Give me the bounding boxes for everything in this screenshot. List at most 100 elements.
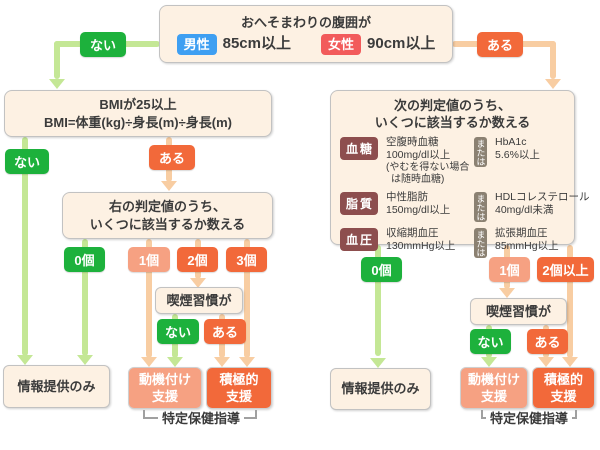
smoking-box-left-label: 喫煙習慣が <box>166 292 232 308</box>
smoking-box-right-label: 喫煙習慣が <box>485 303 551 319</box>
motivation-left-line2: 支援 <box>151 389 178 404</box>
info-box-right-label: 情報提供のみ <box>341 381 420 396</box>
arrow-smokingyes-into-active-left <box>214 357 230 367</box>
connector-count1-left <box>146 239 152 358</box>
blood-sugar-left2: 100mg/dl以上 <box>386 149 451 161</box>
count-badge-2-left: 2個 <box>177 247 218 272</box>
count-box-left-line1: 右の判定値のうち、 <box>108 198 226 214</box>
blood-pressure-left1: 収縮期血圧 <box>386 227 439 239</box>
lipid-right2: 40mg/dl未満 <box>495 204 554 216</box>
criteria-title-line1: 次の判定値のうち、 <box>393 98 511 113</box>
lipid-badge: 脂質 <box>340 192 378 215</box>
waist-values-row: 男性 85cm以上 女性 90cm以上 <box>176 33 436 55</box>
blood-sugar-left: 空腹時血糖 100mg/dl以上 (やむを得ない場合 は随時血糖) <box>386 136 474 186</box>
waist-title: おへそまわりの腹囲が <box>240 14 371 30</box>
motivation-box-left: 動機付け 支援 <box>128 367 202 409</box>
count-badge-3-left: 3個 <box>226 247 267 272</box>
blood-pressure-right: 拡張期血圧 85mmHg以上 <box>495 227 559 253</box>
smoking-box-left: 喫煙習慣が <box>155 287 243 314</box>
guidance-label-right: 特定保健指導 <box>486 411 572 427</box>
connector-count0-right <box>375 245 381 356</box>
count-box-left-line2: いくつに該当するか数える <box>89 216 246 232</box>
blood-sugar-right: HbA1c 5.6%以上 <box>495 136 540 162</box>
blood-pressure-left2: 130mmHg以上 <box>386 240 456 252</box>
lipid-left1: 中性脂肪 <box>386 191 428 203</box>
or-badge-3: または <box>474 228 487 258</box>
info-box-left-label: 情報提供のみ <box>17 378 96 394</box>
bmi-yes-badge: ある <box>149 145 195 170</box>
arrow-count0-into-info-right <box>370 358 386 368</box>
criteria-row-blood-sugar: 血糖 空腹時血糖 100mg/dl以上 (やむを得ない場合 は随時血糖) または… <box>340 136 574 186</box>
branch-no-badge-top: ない <box>80 32 126 57</box>
arrow-into-bmi-box <box>49 79 65 89</box>
count-badge-0-left: 0個 <box>64 247 105 272</box>
blood-sugar-note2: は随時血糖) <box>391 174 445 185</box>
connector-count2plus-right <box>567 245 573 358</box>
blood-sugar-right1: HbA1c <box>495 136 527 148</box>
motivation-left-line1: 動機付け <box>138 372 191 387</box>
arrow-no-into-info-left <box>17 355 33 365</box>
count-badge-2plus-right: 2個以上 <box>537 257 594 282</box>
blood-sugar-right2: 5.6%以上 <box>495 149 540 161</box>
female-badge: 女性 <box>321 33 362 55</box>
lipid-right1: HDLコレステロール <box>495 191 590 203</box>
arrow-count3-into-active-left <box>239 357 255 367</box>
connector-left-no-v <box>22 137 28 356</box>
active-box-right: 積極的 支援 <box>532 367 595 409</box>
count-box-left: 右の判定値のうち、 いくつに該当するか数える <box>62 192 273 239</box>
arrow-into-count-box <box>161 181 177 191</box>
criteria-row-lipid: 脂質 中性脂肪 150mg/dl以上 または HDLコレステロール 40mg/d… <box>340 191 590 222</box>
arrow-into-smoking-right <box>499 288 515 298</box>
waist-box: おへそまわりの腹囲が 男性 85cm以上 女性 90cm以上 <box>159 5 453 63</box>
active-left-line1: 積極的 <box>219 372 259 387</box>
arrow-smokingno-into-motivation-right <box>481 357 497 367</box>
blood-pressure-left: 収縮期血圧 130mmHg以上 <box>386 227 474 253</box>
criteria-box: 次の判定値のうち、 いくつに該当するか数える 血糖 空腹時血糖 100mg/dl… <box>330 90 590 258</box>
smoking-no-badge-left: ない <box>157 319 199 344</box>
info-box-left: 情報提供のみ <box>3 365 110 408</box>
bmi-no-badge: ない <box>5 149 49 174</box>
active-left-line2: 支援 <box>225 389 252 404</box>
smoking-no-badge-right: ない <box>470 329 511 354</box>
blood-pressure-right1: 拡張期血圧 <box>495 227 548 239</box>
lipid-left: 中性脂肪 150mg/dl以上 <box>386 191 474 217</box>
blood-sugar-note1: (やむを得ない場合 <box>386 162 470 173</box>
active-right-line2: 支援 <box>550 389 577 404</box>
smoking-box-right: 喫煙習慣が <box>470 298 567 325</box>
active-box-left: 積極的 支援 <box>206 367 272 409</box>
bmi-line1: BMIが25以上 <box>99 96 177 112</box>
blood-pressure-right2: 85mmHg以上 <box>495 240 559 252</box>
count-badge-1-left: 1個 <box>128 247 170 272</box>
male-threshold: 85cm以上 <box>222 35 291 52</box>
female-threshold: 90cm以上 <box>367 35 436 52</box>
arrow-count2plus-into-active-right <box>562 357 578 367</box>
arrow-count0-into-info-left <box>77 355 93 365</box>
count-badge-1-right: 1個 <box>489 257 530 282</box>
motivation-right-line2: 支援 <box>480 389 507 404</box>
criteria-rows: 血糖 空腹時血糖 100mg/dl以上 (やむを得ない場合 は随時血糖) または… <box>331 136 590 263</box>
criteria-row-blood-pressure: 血圧 収縮期血圧 130mmHg以上 または 拡張期血圧 85mmHg以上 <box>340 227 574 258</box>
or-badge-2: または <box>474 192 487 222</box>
or-badge-1: または <box>474 137 487 167</box>
lipid-right: HDLコレステロール 40mg/dl未満 <box>495 191 590 217</box>
arrow-smokingyes-into-active-right <box>538 357 554 367</box>
lipid-left2: 150mg/dl以上 <box>386 204 451 216</box>
connector-top-yes-v <box>550 41 556 79</box>
blood-sugar-left1: 空腹時血糖 <box>386 136 439 148</box>
active-right-line1: 積極的 <box>543 372 583 387</box>
connector-count0-left <box>82 239 88 356</box>
connector-top-no-v <box>54 41 60 79</box>
arrow-into-smoking-left <box>190 278 206 288</box>
bmi-box: BMIが25以上 BMI=体重(kg)÷身長(m)÷身長(m) <box>4 90 272 137</box>
blood-pressure-badge: 血圧 <box>340 228 378 251</box>
arrow-count1-into-motivation-left <box>141 357 157 367</box>
arrow-into-criteria-box <box>545 79 561 89</box>
motivation-box-right: 動機付け 支援 <box>460 367 528 409</box>
motivation-right-line1: 動機付け <box>467 372 520 387</box>
guidance-label-left: 特定保健指導 <box>158 411 244 427</box>
info-box-right: 情報提供のみ <box>330 368 431 410</box>
criteria-title-line2: いくつに該当するか数える <box>374 115 531 130</box>
branch-yes-badge-top: ある <box>477 32 523 57</box>
male-badge: 男性 <box>176 33 217 55</box>
